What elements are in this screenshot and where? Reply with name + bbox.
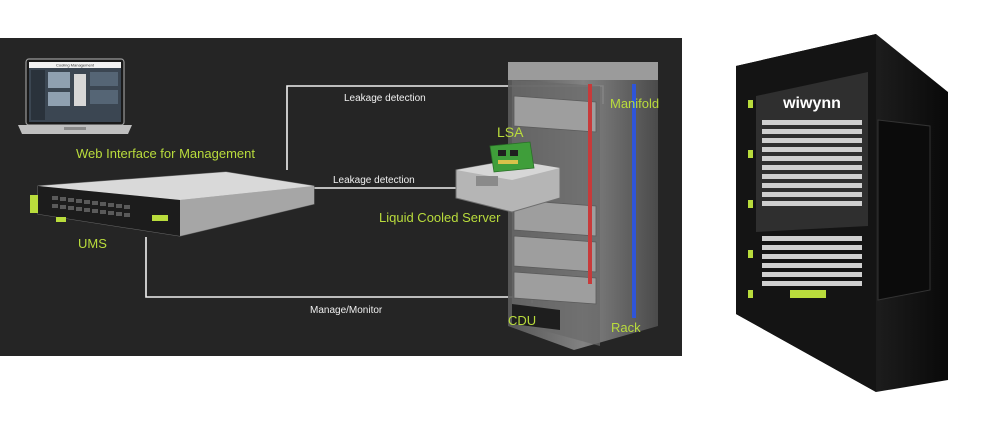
- rack-photo-logo: wiwynn: [782, 95, 841, 112]
- rack-illustration: [508, 62, 658, 350]
- lsa-label: LSA: [497, 124, 524, 140]
- manifold-label: Manifold: [610, 96, 660, 111]
- leakage-detection-top-label: Leakage detection: [344, 93, 426, 104]
- ums-device-illustration: [30, 171, 315, 237]
- manage-monitor-label: Manage/Monitor: [310, 305, 383, 316]
- lsa-board-illustration: [489, 141, 535, 173]
- leakage-detection-mid-label: Leakage detection: [333, 175, 415, 186]
- rack-photo: [736, 34, 948, 392]
- rack-label: Rack: [611, 320, 641, 335]
- web-interface-label: Web Interface for Management: [76, 146, 255, 161]
- ums-label: UMS: [78, 236, 107, 251]
- laptop-illustration: [18, 58, 132, 134]
- liquid-cooled-server-label: Liquid Cooled Server: [379, 210, 501, 225]
- laptop-screen-title: Cooling Management: [56, 63, 95, 68]
- manage-monitor-line: [145, 237, 533, 303]
- cdu-label: CDU: [508, 313, 537, 328]
